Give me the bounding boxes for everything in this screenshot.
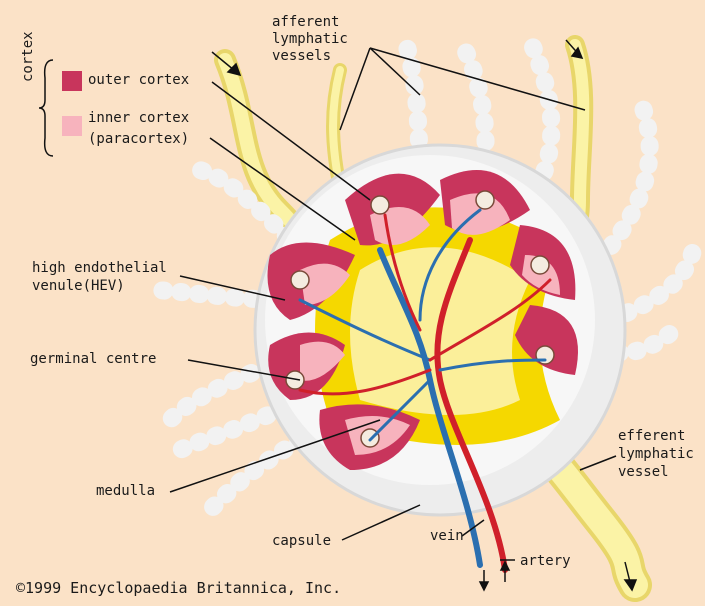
germinal-centre-label: germinal centre xyxy=(30,351,156,368)
outer-cortex-label: outer cortex xyxy=(88,72,189,89)
efferent-label-line2: lymphatic xyxy=(618,446,694,463)
efferent-label-line1: efferent xyxy=(618,428,685,445)
paracortex-label: (paracortex) xyxy=(88,131,189,148)
medulla-label: medulla xyxy=(96,483,155,500)
inner-cortex-label: inner cortex xyxy=(88,110,189,127)
inner-cortex-swatch xyxy=(62,116,82,136)
copyright-notice: ©1999 Encyclopaedia Britannica, Inc. xyxy=(16,580,341,597)
hev-label-line2: venule(HEV) xyxy=(32,278,125,295)
afferent-label-line1: afferent xyxy=(272,14,339,31)
efferent-label-line3: vessel xyxy=(618,464,669,481)
legend-brace xyxy=(39,58,55,158)
afferent-label-line2: lymphatic xyxy=(272,31,348,48)
artery-label: artery xyxy=(520,553,571,570)
vein-label: vein xyxy=(430,528,464,545)
hev-label-line1: high endothelial xyxy=(32,260,167,277)
cortex-group-label: cortex xyxy=(20,31,36,82)
afferent-label-line3: vessels xyxy=(272,48,331,65)
capsule-label: capsule xyxy=(272,533,331,550)
outer-cortex-swatch xyxy=(62,71,82,91)
